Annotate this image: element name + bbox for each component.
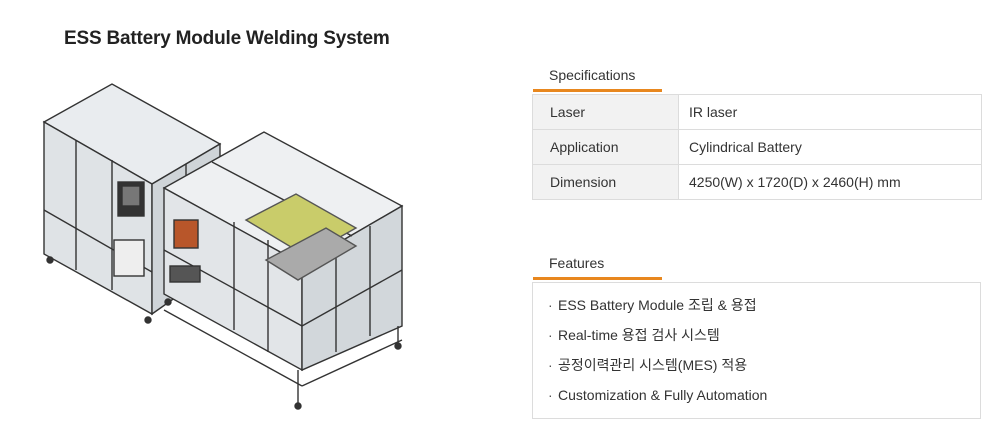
features-heading: Features — [533, 254, 662, 280]
features-list: · ESS Battery Module 조립 & 용접 · Real-time 용… — [532, 282, 981, 419]
feature-text: ESS Battery Module 조립 & 용접 — [558, 297, 757, 313]
machine-illustration — [42, 83, 404, 410]
specifications-table: Laser IR laser Application Cylindrical B… — [532, 94, 982, 200]
feature-text: Customization & Fully Automation — [558, 387, 768, 403]
specifications-heading: Specifications — [533, 66, 662, 92]
table-row: Application Cylindrical Battery — [532, 129, 982, 165]
table-row: Dimension 4250(W) x 1720(D) x 2460(H) mm — [532, 164, 982, 200]
list-item: · Customization & Fully Automation — [533, 385, 980, 415]
spec-value: IR laser — [678, 94, 982, 130]
spec-value: Cylindrical Battery — [678, 129, 982, 165]
spec-value: 4250(W) x 1720(D) x 2460(H) mm — [678, 164, 982, 200]
list-item: · Real-time 용접 검사 시스템 — [533, 325, 980, 355]
table-row: Laser IR laser — [532, 94, 982, 130]
page-title: ESS Battery Module Welding System — [64, 28, 390, 49]
bullet-icon: · — [548, 297, 553, 313]
spec-label: Dimension — [532, 164, 679, 200]
list-item: · 공정이력관리 시스템(MES) 적용 — [533, 355, 980, 385]
feature-text: Real-time 용접 검사 시스템 — [558, 327, 720, 343]
spec-label: Application — [532, 129, 679, 165]
spec-label: Laser — [532, 94, 679, 130]
bullet-icon: · — [548, 387, 553, 403]
list-item: · ESS Battery Module 조립 & 용접 — [533, 295, 980, 325]
feature-text: 공정이력관리 시스템(MES) 적용 — [558, 357, 748, 373]
bullet-icon: · — [548, 357, 553, 373]
bullet-icon: · — [548, 327, 553, 343]
